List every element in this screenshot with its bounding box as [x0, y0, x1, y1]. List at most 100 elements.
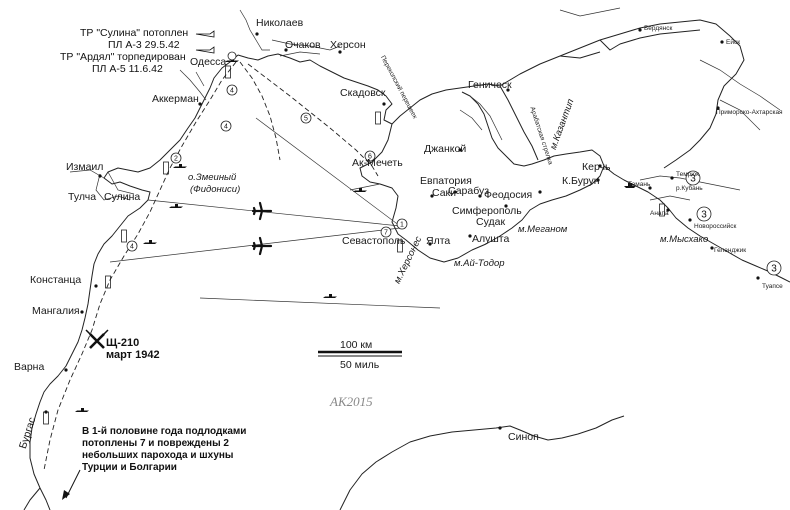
- city-ochakov: Очаков: [285, 39, 321, 51]
- city-alushta: Алушта: [472, 233, 509, 245]
- city-berdyansk: Бердянск: [644, 25, 672, 32]
- sub-loss-name: Щ-210: [106, 337, 139, 349]
- city-dots: [44, 28, 760, 430]
- submarine-icon: [143, 240, 157, 244]
- svg-text:3: 3: [690, 174, 696, 185]
- west-coastline: [29, 54, 239, 510]
- city-varna: Варна: [14, 361, 44, 373]
- note-line-4: Турции и Болгарии: [82, 462, 177, 473]
- city-primorsko: Приморско-Ахтарская: [716, 109, 783, 116]
- label-kazantip: м.Казантип: [548, 97, 577, 151]
- city-eisk: Ейск: [726, 38, 740, 46]
- river-kuban: р.Кубань: [676, 184, 703, 192]
- city-anapa: Анапа: [650, 210, 669, 217]
- flight-line-1: [147, 199, 401, 227]
- note-line-2: потоплены 7 и повреждены 2: [82, 438, 229, 449]
- convoy-route-west: [43, 61, 237, 471]
- submarine-icon: [173, 164, 187, 168]
- submarine-icon: [75, 408, 89, 412]
- city-kerch: Керчь: [582, 161, 611, 173]
- city-sarabuz: Сарабуз: [448, 185, 489, 197]
- svg-text:6: 6: [368, 154, 372, 161]
- label-meganom: м.Меганом: [518, 224, 568, 235]
- position-marker-5: 5: [300, 112, 312, 124]
- turkish-coastline: [339, 415, 625, 510]
- azov-north-shore: [559, 29, 701, 59]
- label-zmeiny-2: (Фидониси): [190, 184, 240, 195]
- svg-text:4: 4: [224, 124, 228, 131]
- city-constanta: Констанца: [30, 274, 81, 286]
- position-marker-3a: 3: [685, 170, 701, 186]
- city-tulcha: Тулча: [68, 191, 96, 203]
- crimea-coastline: [359, 91, 605, 263]
- airplane-icon: [251, 236, 273, 256]
- arrow-head: [62, 490, 70, 500]
- position-marker-6: 6: [364, 150, 376, 162]
- minefield-icon: [121, 229, 127, 243]
- odessa-target-marker: [227, 51, 237, 61]
- arabat-spit: [499, 85, 539, 161]
- sub-loss-date: март 1942: [106, 349, 160, 361]
- svg-text:7: 7: [384, 230, 388, 237]
- city-odessa: Одесса: [190, 56, 226, 68]
- city-dzhankoy: Джанкой: [424, 143, 466, 155]
- city-temryuk: Темрюк: [676, 171, 699, 178]
- city-genichesk: Геническ: [468, 79, 512, 91]
- north-coastline: [237, 53, 501, 125]
- airplane-icon: [251, 201, 273, 221]
- city-sinop: Синоп: [508, 431, 539, 443]
- svg-text:2: 2: [174, 156, 178, 163]
- position-marker-7: 7: [380, 226, 392, 238]
- city-sulina: Сулина: [104, 191, 140, 203]
- svg-text:4: 4: [230, 88, 234, 95]
- svg-text:1: 1: [400, 222, 404, 229]
- position-marker-2: 2: [170, 152, 182, 164]
- minefield-icon: [43, 411, 49, 425]
- label-arabat: Арабатская стрелка: [528, 106, 554, 166]
- position-marker-3c: 3: [766, 260, 782, 276]
- svg-text:3: 3: [701, 210, 707, 221]
- convoy-route-east: [239, 61, 281, 161]
- submarine-icon: [353, 188, 367, 192]
- dniester-river: [179, 69, 207, 101]
- sulina-caption: ТР "Сулина" потоплен: [80, 27, 188, 39]
- scale-km-label: 100 км: [340, 339, 372, 351]
- submarine-icon: [323, 294, 337, 298]
- ardyal-caption-sub: ПЛ А-5 11.6.42: [92, 63, 163, 75]
- scale-miles-label: 50 миль: [340, 359, 380, 371]
- city-izmail: Измаил: [66, 161, 103, 173]
- bosphorus-stub: [23, 487, 41, 510]
- flight-line-sinop: [349, 183, 381, 191]
- scale-bar: 100 км 50 миль: [318, 339, 402, 371]
- label-myskhako: м.Мысхако: [660, 234, 708, 245]
- city-burgas: Бургас: [17, 416, 38, 450]
- svg-text:3: 3: [771, 264, 777, 275]
- torpedo-icon: [195, 30, 215, 54]
- azov-coastline: [499, 19, 745, 169]
- city-sudak: Судак: [476, 216, 505, 228]
- crossed-swords-icon: [85, 329, 109, 349]
- city-skadovsk: Скадовск: [340, 87, 386, 99]
- route-odessa-crimea: [247, 63, 379, 177]
- city-nikolaev: Николаев: [256, 17, 304, 29]
- svg-text:4: 4: [130, 244, 134, 251]
- dnieper-bug-estuary: [239, 9, 341, 57]
- svg-text:5: 5: [304, 116, 308, 123]
- city-sevastopol: Севастополь: [342, 235, 406, 247]
- position-marker-4a: 4: [226, 84, 238, 96]
- city-akkerman: Аккерман: [152, 93, 199, 105]
- sulina-caption-sub: ПЛ А-3 29.5.42: [108, 39, 180, 51]
- flight-line-4: [199, 297, 441, 309]
- author-signature: АК2015: [329, 394, 373, 409]
- note-line-3: небольших парохода и шхуны: [82, 449, 233, 461]
- city-saki: Саки: [432, 187, 456, 199]
- flight-line-3: [255, 117, 401, 227]
- label-zmeiny-1: о.Змеиный: [188, 172, 237, 183]
- minefield-icon: [375, 111, 381, 125]
- sivash: [459, 95, 503, 141]
- note-line-1: В 1-й половине года подлодками: [82, 426, 246, 437]
- city-tuapse: Туапсе: [762, 283, 783, 290]
- city-novorossiysk: Новороссийск: [694, 222, 737, 230]
- city-gelendzhik: Геленджик: [714, 247, 746, 254]
